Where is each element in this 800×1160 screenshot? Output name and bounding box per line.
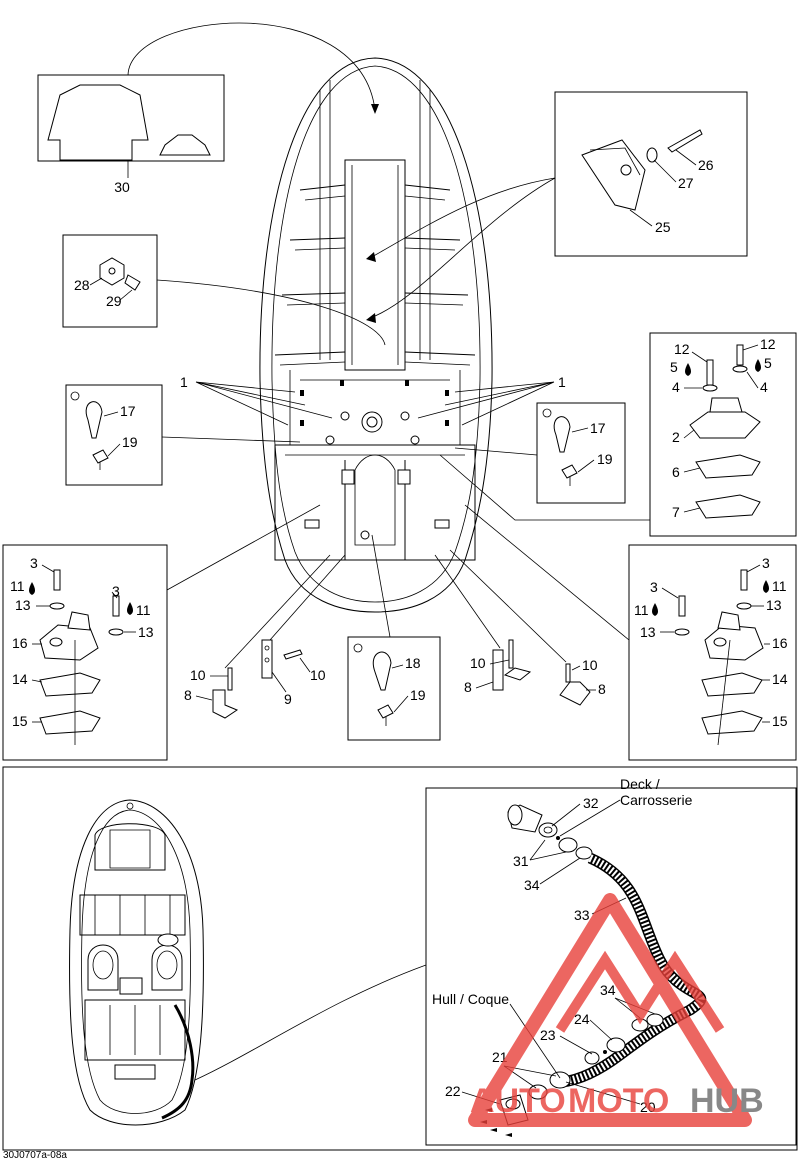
callout-13-d: 13 xyxy=(640,624,656,640)
callout-7: 7 xyxy=(672,504,680,520)
watermark-text-hub: HUB xyxy=(690,1082,764,1120)
panel-motor-mount-right: 3 11 13 3 11 13 16 14 15 xyxy=(464,504,797,761)
watermark-triangle xyxy=(468,893,752,1127)
callout-6: 6 xyxy=(672,464,680,480)
callout-11-a: 11 xyxy=(10,578,25,594)
callout-9: 9 xyxy=(284,691,292,707)
callout-31: 31 xyxy=(513,853,529,869)
watermark-text-moto: MOTO xyxy=(568,1082,669,1120)
panel-25-27: 26 27 25 xyxy=(554,91,748,257)
callout-5-left: 5 xyxy=(670,359,678,375)
panel-motor-mount-top-right: 12 12 5 5 4 4 2 6 7 xyxy=(439,332,797,537)
drop-icon-11-d xyxy=(652,603,658,616)
deck-label: Deck / xyxy=(620,776,660,792)
callout-14-b: 14 xyxy=(772,671,788,687)
callout-29: 29 xyxy=(106,293,122,309)
panel-30: 30 xyxy=(37,74,225,195)
callout-33: 33 xyxy=(574,907,590,923)
callout-1-left: 1 xyxy=(180,374,188,390)
callout-17-left: 17 xyxy=(120,403,136,419)
callout-17-right: 17 xyxy=(590,420,606,436)
callout-30: 30 xyxy=(114,179,130,195)
drop-icon-11-c xyxy=(763,580,769,593)
callout-19-left: 19 xyxy=(122,434,138,450)
panel-17-19-right: 17 19 xyxy=(454,402,626,504)
watermark-m-shape xyxy=(555,950,725,1033)
callout-19-center: 19 xyxy=(410,687,426,703)
callout-13-c: 13 xyxy=(766,597,782,613)
callout-10-a: 10 xyxy=(190,667,206,683)
drop-icon-11-a xyxy=(29,582,35,595)
callout-3-d: 3 xyxy=(650,579,658,595)
callout-32: 32 xyxy=(583,795,599,811)
callout-8-b: 8 xyxy=(464,679,472,695)
carrosserie-label: Carrosserie xyxy=(620,792,693,808)
callout-4-right: 4 xyxy=(760,379,768,395)
callout-34-bottom: 34 xyxy=(600,982,616,998)
callout-10-d: 10 xyxy=(582,657,598,673)
callout-15-b: 15 xyxy=(772,713,788,729)
callout-11-d: 11 xyxy=(634,602,649,618)
callout-13-a: 13 xyxy=(15,597,31,613)
callout-3-a: 3 xyxy=(30,555,38,571)
callout-16-a: 16 xyxy=(12,635,28,651)
panel-motor-mount-left: 3 11 13 3 11 13 16 14 15 xyxy=(2,504,321,761)
panel-17-19-left: 17 19 xyxy=(65,384,301,486)
callout-27: 27 xyxy=(678,175,694,191)
callout-8-c: 8 xyxy=(598,681,606,697)
callout-18: 18 xyxy=(405,655,421,671)
hull-top-view xyxy=(127,22,556,613)
callout-10-b: 10 xyxy=(310,667,326,683)
callout-20: 20 xyxy=(640,1099,656,1115)
watermark-text-auto: AUTO xyxy=(470,1082,566,1120)
callout-22: 22 xyxy=(445,1083,461,1099)
callout-19-right: 19 xyxy=(597,451,613,467)
callout-3-c: 3 xyxy=(762,555,770,571)
callout-13-b: 13 xyxy=(138,624,154,640)
hull-label: Hull / Coque xyxy=(432,991,509,1007)
panel-18-19: 18 19 xyxy=(347,534,441,741)
callout-23: 23 xyxy=(540,1027,556,1043)
deck-top-view xyxy=(69,799,427,1126)
callout-12-right: 12 xyxy=(760,336,776,352)
callout-4-left: 4 xyxy=(672,379,680,395)
callout-11-b: 11 xyxy=(136,602,151,618)
panel-28-29: 28 29 xyxy=(62,234,386,346)
callout-26: 26 xyxy=(698,157,714,173)
callout-3-b: 3 xyxy=(112,583,120,599)
callout-15-a: 15 xyxy=(12,713,28,729)
callout-14-a: 14 xyxy=(12,671,28,687)
callout-10-c: 10 xyxy=(470,655,486,671)
callout-11-c: 11 xyxy=(772,578,787,594)
callout-2: 2 xyxy=(672,429,680,445)
callout-8-a: 8 xyxy=(184,687,192,703)
callout-12-left: 12 xyxy=(674,341,690,357)
drop-icon-11-b xyxy=(127,602,133,615)
callout-28: 28 xyxy=(74,277,90,293)
figure-code: 30J0707a-08a xyxy=(3,1150,67,1160)
callout-24: 24 xyxy=(574,1011,590,1027)
autmotohub-watermark: AUTO MOTO HUB xyxy=(468,893,764,1127)
callout-5-right: 5 xyxy=(764,355,772,371)
callout-25: 25 xyxy=(655,219,671,235)
drop-icon-5-right xyxy=(755,359,761,372)
callout-1-leaders xyxy=(195,381,555,426)
callout-1-right: 1 xyxy=(558,374,566,390)
callout-16-b: 16 xyxy=(772,635,788,651)
center-brackets: 10 8 9 10 10 8 10 8 xyxy=(184,549,606,719)
drop-icon-5-left xyxy=(685,363,691,376)
callout-34-top: 34 xyxy=(524,877,540,893)
